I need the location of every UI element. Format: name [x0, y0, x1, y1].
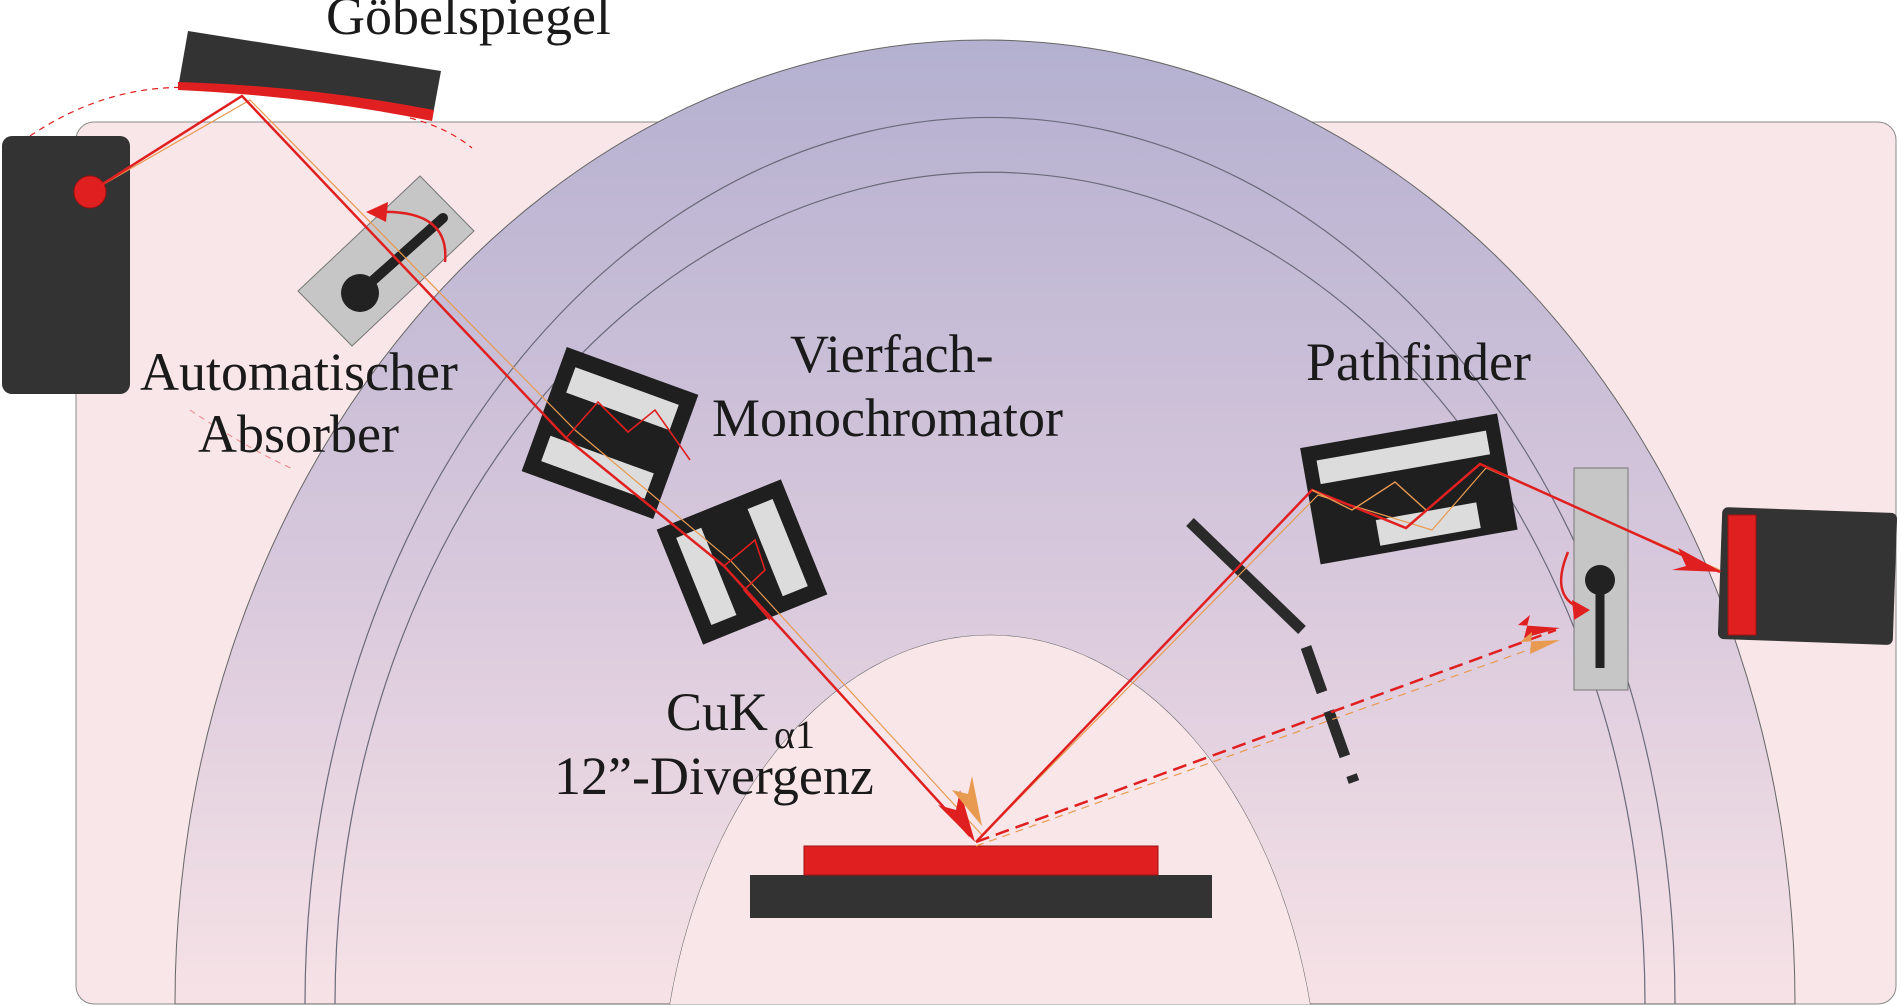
monochromator-crystal-2	[656, 479, 828, 645]
beam-paths	[89, 94, 1721, 847]
label-goebel-mirror: Göbelspiegel	[326, 0, 611, 46]
pathfinder-analyzer	[1300, 413, 1518, 565]
beam-arrow-pathfinder-absorber	[1518, 615, 1560, 638]
beam-arrow-pathfinder-absorber-orange	[1520, 632, 1560, 654]
goebel-mirror	[178, 31, 441, 121]
label-radiation: CuK	[666, 682, 768, 742]
beam-arrow-sample-orange	[952, 776, 982, 826]
mirror-focus-arc-2	[409, 117, 473, 149]
automatic-absorber	[297, 175, 475, 347]
label-monochromator-line1: Vierfach-	[790, 324, 994, 384]
label-monochromator-line2: Monochromator	[712, 388, 1063, 448]
slit-2	[1300, 645, 1360, 784]
absorber-focus-arc	[189, 409, 296, 471]
label-absorber-line1: Automatischer	[140, 342, 458, 402]
goniometer-arc-2	[334, 171, 1646, 1005]
label-divergence: 12”-Divergenz	[554, 746, 874, 806]
xray-tube	[2, 136, 130, 394]
detector	[1717, 507, 1898, 645]
sample-holder	[750, 875, 1212, 918]
label-radiation-subscript: α1	[774, 712, 815, 757]
beam-arrow-sample	[938, 790, 975, 842]
slit-1	[1186, 518, 1306, 634]
sample	[803, 845, 1159, 876]
beam-arrow-detector	[1672, 548, 1722, 572]
label-pathfinder: Pathfinder	[1306, 332, 1531, 392]
detector-absorber	[1559, 467, 1629, 691]
label-absorber-line2: Absorber	[198, 404, 399, 464]
